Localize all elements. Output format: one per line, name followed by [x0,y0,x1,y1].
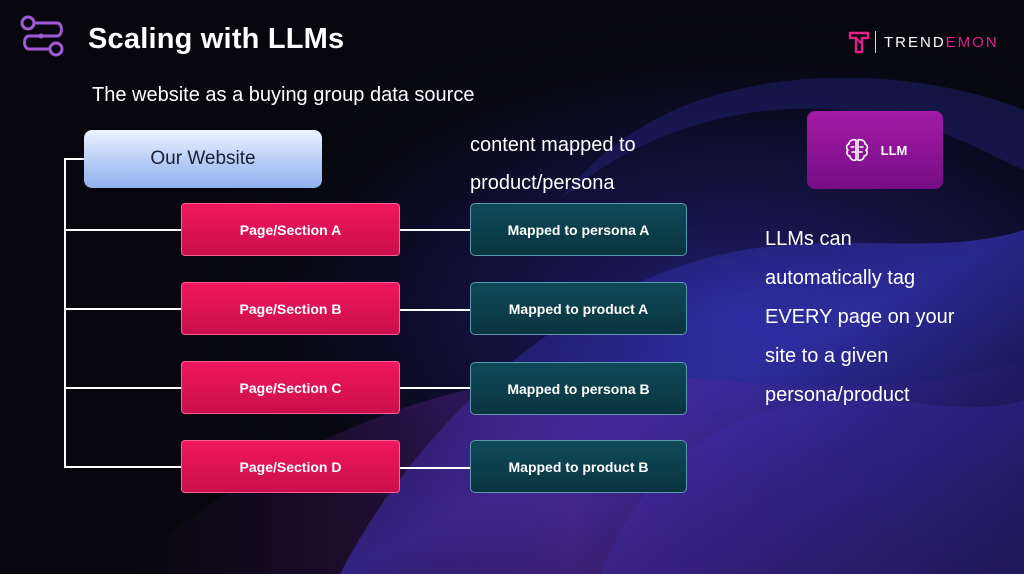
llm-note-line: automatically tag [765,267,916,289]
page-subtitle: The website as a buying group data sourc… [92,84,475,106]
connector-b [400,309,470,311]
llm-node: LLM [807,111,943,189]
llm-note-line: LLMs can [765,228,852,250]
page-title: Scaling with LLMs [88,23,345,55]
llm-note-line: persona/product [765,384,910,406]
page-node-c: Page/Section C [181,361,400,414]
mapping-node-d: Mapped to product B [470,440,687,493]
connector-c [400,387,470,389]
tree-trunk [64,158,66,467]
mapping-note-line: product/persona [470,172,615,194]
page-node-a: Page/Section A [181,203,400,256]
brand-divider [875,31,876,53]
brand-name: TRENDEMON [884,34,999,51]
tree-branch-c [64,387,181,389]
brand-logo: TRENDEMON [848,30,999,54]
llm-label: LLM [880,142,908,158]
tree-stub-root [64,158,84,160]
llm-note: LLMs can automatically tag EVERY page on… [765,220,954,415]
mapping-note: content mapped to product/persona [470,126,636,202]
brand-name-part1: TREND [884,33,946,51]
connector-d [400,467,470,469]
tree-branch-b [64,308,181,310]
mapping-note-line: content mapped to [470,134,636,156]
brain-icon [845,138,868,162]
brand-name-part2: EMON [945,33,999,51]
page-node-b: Page/Section B [181,282,400,335]
mapping-node-c: Mapped to persona B [470,362,687,415]
llm-note-line: EVERY page on your [765,306,955,328]
llm-note-line: site to a given [765,345,889,367]
connector-a [400,229,470,231]
workflow-icon [20,15,64,57]
tree-branch-d [64,466,181,468]
page-node-d: Page/Section D [181,440,400,493]
mapping-node-a: Mapped to persona A [470,203,687,256]
mapping-node-b: Mapped to product A [470,282,687,335]
tree-branch-a [64,229,181,231]
trendemon-logo-mark [848,31,870,54]
website-node: Our Website [84,130,322,188]
